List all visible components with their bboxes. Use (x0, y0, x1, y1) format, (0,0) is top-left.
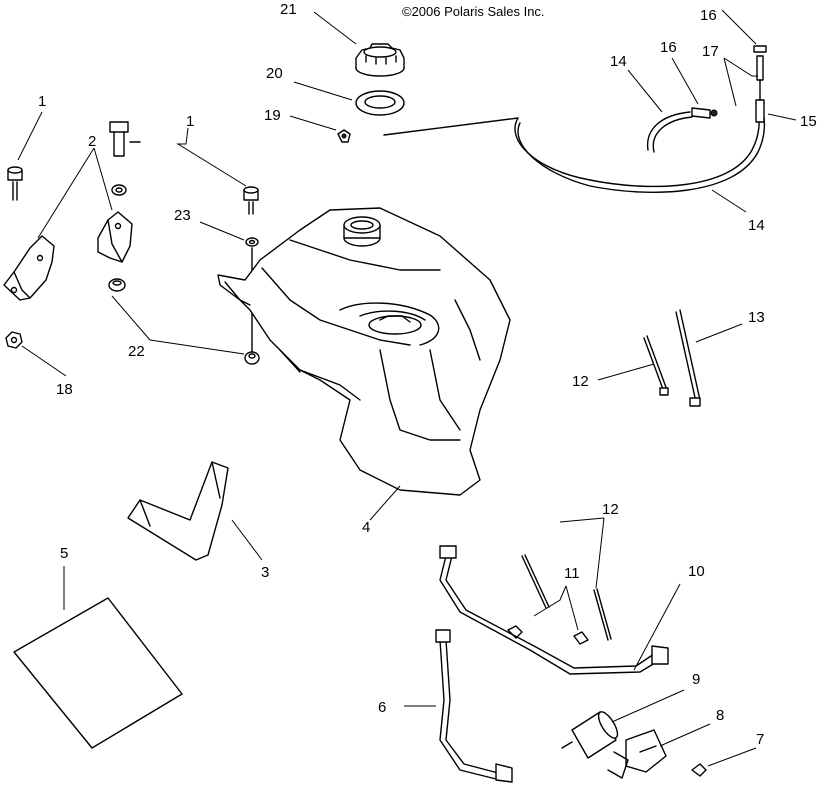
copyright-text: ©2006 Polaris Sales Inc. (402, 4, 545, 19)
callout-1-left: 1 (38, 93, 46, 110)
leader-lines (17, 9, 797, 767)
part-long-bolt (109, 121, 141, 157)
callout-17: 17 (702, 43, 719, 60)
part-washers (111, 184, 259, 247)
part-screw (691, 763, 707, 777)
part-vent-hose (383, 111, 766, 193)
callout-12-upper: 12 (572, 373, 589, 390)
part-clamps (507, 625, 589, 645)
callout-12-lower: 12 (602, 501, 619, 518)
callout-20: 20 (266, 65, 283, 82)
part-bolt-right (243, 186, 259, 215)
callout-7: 7 (756, 731, 764, 748)
callout-22: 22 (128, 343, 145, 360)
part-clip (337, 129, 351, 143)
part-cap-seal (355, 90, 405, 116)
callout-14-lower: 14 (748, 217, 765, 234)
callout-15: 15 (800, 113, 817, 130)
part-bolt-left (7, 166, 23, 201)
part-fuel-line-upper (439, 545, 669, 675)
part-fuel-line-lower (435, 629, 513, 783)
part-vent-fittings (691, 45, 767, 123)
callout-6: 6 (378, 699, 386, 716)
callout-21: 21 (280, 1, 297, 18)
callout-1-right: 1 (186, 113, 194, 130)
callout-3: 3 (261, 564, 269, 581)
callout-23: 23 (174, 207, 191, 224)
part-nut (5, 331, 23, 349)
callout-8: 8 (716, 707, 724, 724)
part-fuel-cap (355, 43, 405, 77)
part-shield (127, 461, 229, 561)
callout-labels: 21 20 19 1 1 2 23 22 18 3 4 5 6 12 11 10… (38, 1, 817, 748)
callout-11: 11 (564, 565, 580, 582)
part-cable-tie-short (643, 335, 669, 396)
callout-19: 19 (264, 107, 281, 124)
part-fuel-tank (217, 207, 511, 496)
callout-5: 5 (60, 545, 68, 562)
part-pad (13, 597, 183, 749)
callout-14-upper: 14 (610, 53, 627, 70)
part-bracket-right (97, 211, 133, 263)
callout-16-left: 16 (660, 39, 677, 56)
callout-18: 18 (56, 381, 73, 398)
part-cable-tie-long (675, 309, 701, 407)
callout-13: 13 (748, 309, 765, 326)
callout-2: 2 (88, 133, 96, 150)
part-cable-ties-lower (521, 554, 612, 641)
callout-10: 10 (688, 563, 705, 580)
part-pump-mount (607, 729, 667, 779)
callout-4: 4 (362, 519, 370, 536)
callout-16-right: 16 (700, 7, 717, 24)
part-bracket-left (3, 235, 55, 301)
callout-9: 9 (692, 671, 700, 688)
part-fuel-filter (561, 711, 619, 759)
